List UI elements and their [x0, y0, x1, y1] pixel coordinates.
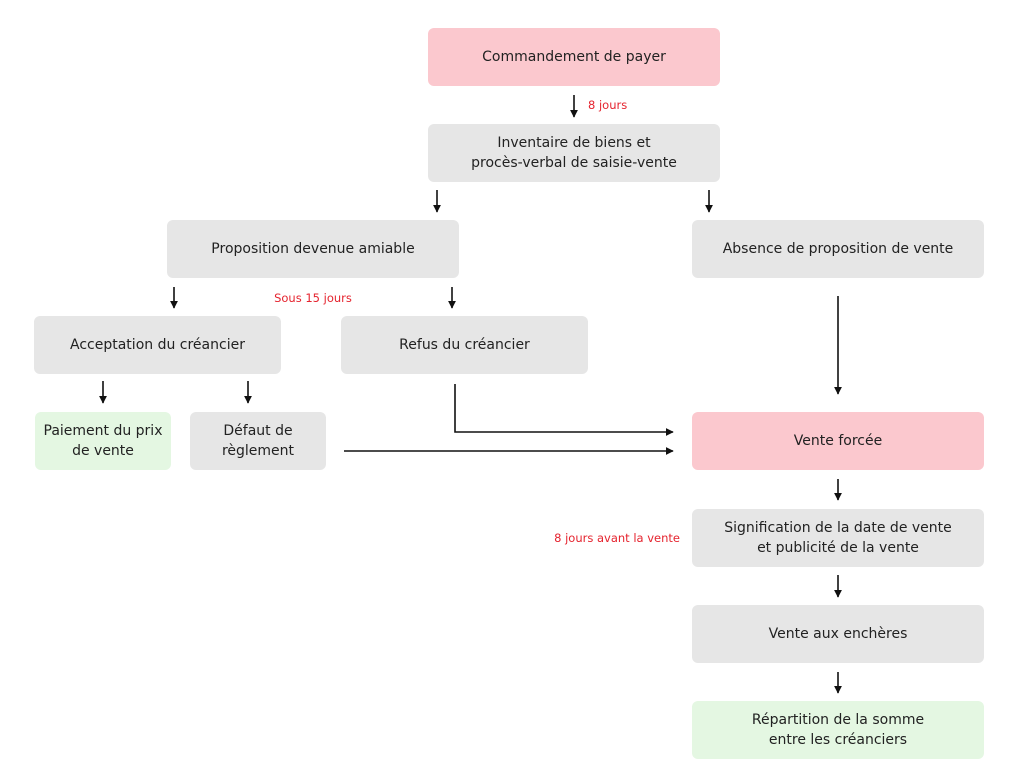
node-proposition-amiable: Proposition devenue amiable — [167, 220, 459, 278]
node-defaut: Défaut de règlement — [190, 412, 326, 470]
node-absence-proposition: Absence de proposition de vente — [692, 220, 984, 278]
node-encheres: Vente aux enchères — [692, 605, 984, 663]
vente-forcee-text: Vente forcée — [793, 433, 883, 449]
node-vente-forcee: Vente forcée — [692, 412, 984, 470]
inventaire-line-2: procès-verbal de saisie-vente — [471, 155, 677, 171]
signification-line-1: Signification de la date de vente — [724, 520, 952, 536]
delay-label-proposition-window: Sous 15 jours — [274, 291, 352, 305]
delay-label-before-sale: 8 jours avant la vente — [554, 531, 680, 545]
refus-text: Refus du créancier — [399, 337, 530, 353]
repartition-line-1: Répartition de la somme — [751, 712, 925, 728]
absence-proposition-text: Absence de proposition de vente — [722, 241, 954, 257]
paiement-line-1: Paiement du prix — [43, 423, 163, 439]
commandement-text: Commandement de payer — [482, 49, 666, 65]
encheres-text: Vente aux enchères — [768, 626, 908, 642]
node-paiement: Paiement du prix de vente — [35, 412, 171, 470]
inventaire-line-1: Inventaire de biens et — [497, 135, 651, 151]
repartition-line-2: entre les créanciers — [768, 732, 908, 748]
defaut-line-1: Défaut de — [223, 423, 293, 439]
node-inventaire: Inventaire de biens et procès-verbal de … — [428, 124, 720, 182]
node-refus: Refus du créancier — [341, 316, 588, 374]
node-signification: Signification de la date de vente et pub… — [692, 509, 984, 567]
delay-label-after-commandement: 8 jours — [588, 98, 628, 112]
defaut-line-2: règlement — [221, 443, 295, 459]
node-commandement: Commandement de payer — [428, 28, 720, 86]
node-repartition: Répartition de la somme entre les créanc… — [692, 701, 984, 759]
node-acceptation: Acceptation du créancier — [34, 316, 281, 374]
proposition-amiable-text: Proposition devenue amiable — [211, 241, 415, 257]
arrow-refus-to-vente-forcee — [454, 384, 674, 436]
paiement-line-2: de vente — [72, 443, 134, 459]
acceptation-text: Acceptation du créancier — [70, 337, 245, 353]
signification-line-2: et publicité de la vente — [757, 540, 919, 556]
